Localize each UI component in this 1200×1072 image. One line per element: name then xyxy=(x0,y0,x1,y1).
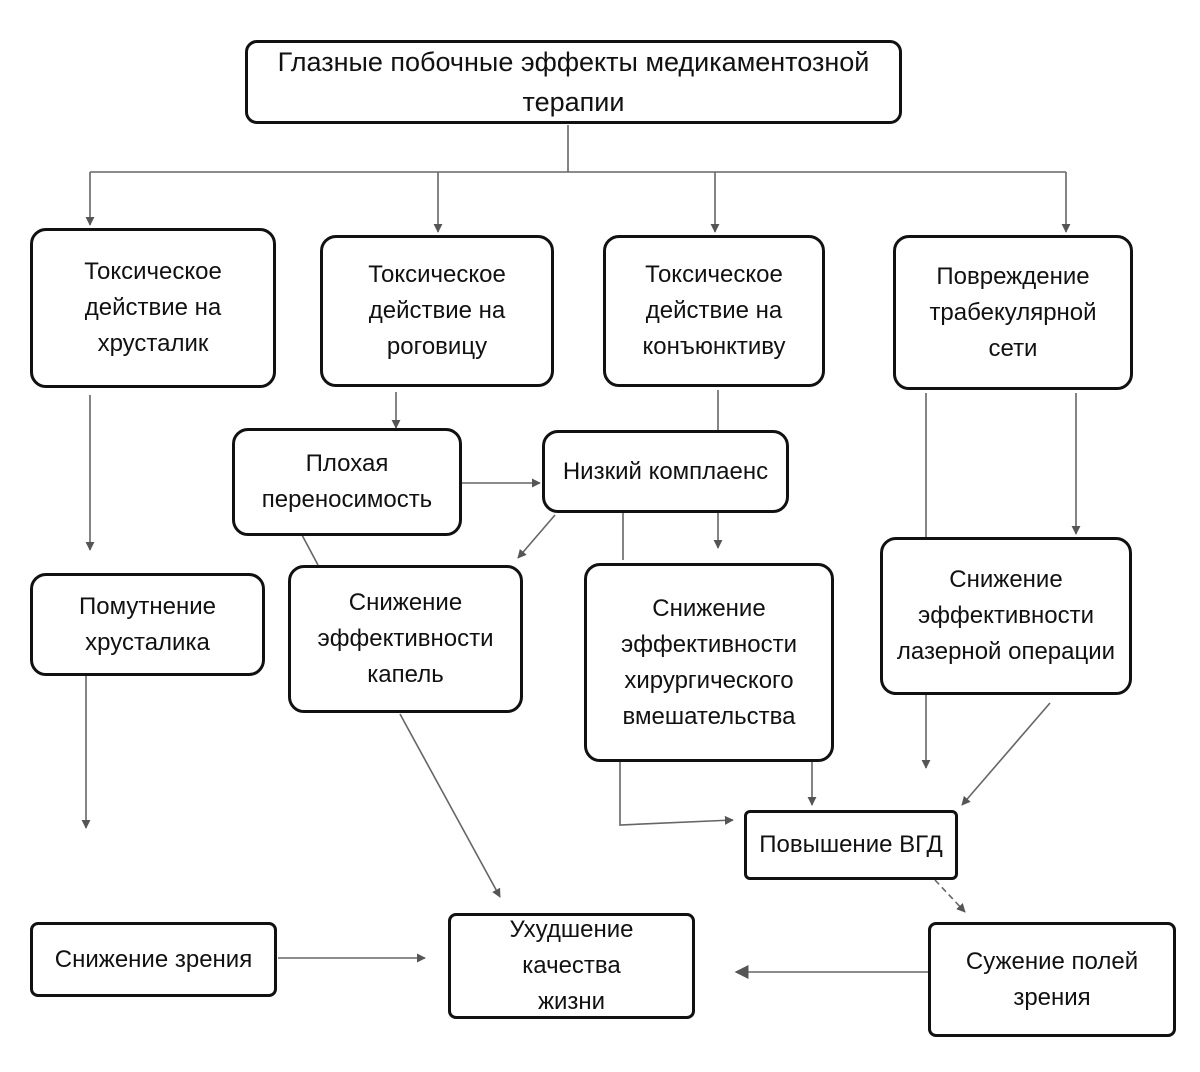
node-trabecular-damage: Повреждение трабекулярной сети xyxy=(893,235,1133,390)
edge-low-compliance-to-drops-efficacy xyxy=(517,514,556,559)
edge-laser-efficacy-to-iop xyxy=(961,702,1051,806)
node-lens-opacity: Помутнение хрусталика xyxy=(30,573,265,676)
edge-iop-to-visual-field xyxy=(934,879,966,913)
edge-surgery-efficacy-to-iop xyxy=(619,760,734,826)
node-drops-efficacy: Снижение эффективности капель xyxy=(288,565,523,713)
node-poor-tolerance: Плохая переносимость xyxy=(232,428,462,536)
node-iop-increase: Повышение ВГД xyxy=(744,810,958,880)
node-surgery-efficacy: Снижение эффективности хирургического вм… xyxy=(584,563,834,762)
node-low-compliance: Низкий комплаенс xyxy=(542,430,789,513)
node-visual-field-narrowing: Сужение полей зрения xyxy=(928,922,1176,1037)
node-cornea-toxicity: Токсическое действие на роговицу xyxy=(320,235,554,387)
node-quality-of-life: Ухудшение качества жизни xyxy=(448,913,695,1019)
node-conjunctiva-toxicity: Токсическое действие на конъюнктиву xyxy=(603,235,825,387)
node-laser-efficacy: Снижение эффективности лазерной операции xyxy=(880,537,1132,695)
node-vision-decrease: Снижение зрения xyxy=(30,922,277,997)
edge-poor-tolerance-tail xyxy=(301,534,319,566)
edge-drops-efficacy-to-quality-of-life xyxy=(399,713,501,898)
node-lens-toxicity: Токсическое действие на хрусталик xyxy=(30,228,276,388)
diagram-title: Глазные побочные эффекты медикаментозной… xyxy=(245,40,902,124)
